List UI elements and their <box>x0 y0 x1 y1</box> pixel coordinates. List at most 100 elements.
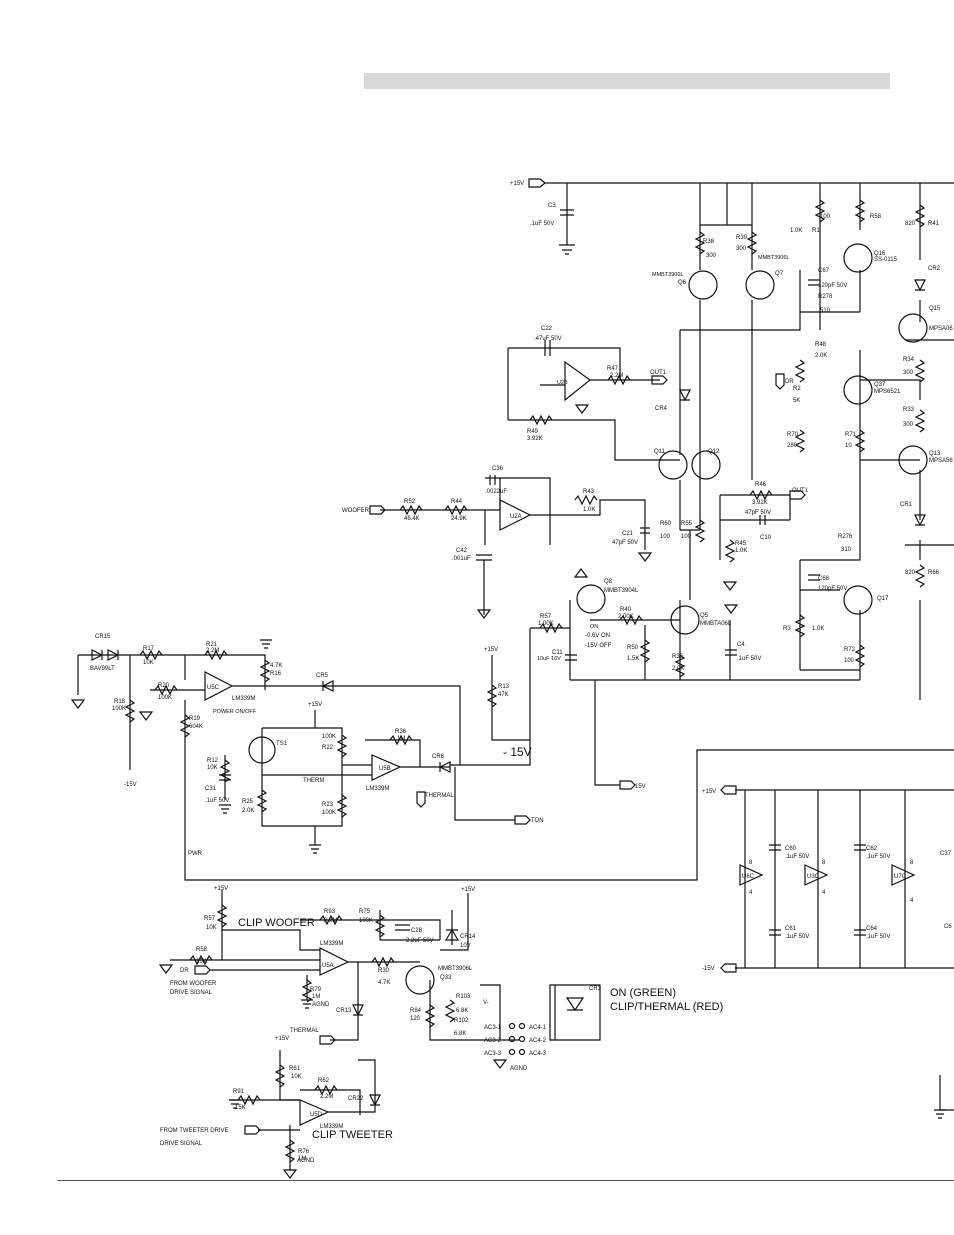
cr14-ref: CR14 <box>460 934 476 940</box>
r41-value: 820 <box>905 221 916 227</box>
transistor-q15 <box>898 313 928 343</box>
c31-ref: C31 <box>205 786 217 792</box>
r72-ref: R72 <box>844 647 856 653</box>
r36-ref: R36 <box>395 729 407 735</box>
cr3-ref: CR3 <box>589 986 602 992</box>
r55-ref: R55 <box>681 521 693 527</box>
q16-part: SS-0115 <box>874 257 898 263</box>
r58b-value: 15K <box>196 959 207 965</box>
q7-part: MMBT3906L <box>758 255 790 261</box>
c60-ref: C60 <box>785 846 797 852</box>
r50-ref: R50 <box>627 645 639 651</box>
c64-ref: C64 <box>866 926 878 932</box>
pin4c-label: 4 <box>910 898 914 904</box>
r2-ref: R2 <box>793 386 801 392</box>
u5c-ref: U5C <box>207 685 220 691</box>
c42-value: .001uF <box>452 556 471 562</box>
c61-value: .1uF 50V <box>785 934 809 940</box>
r33-value: 300 <box>903 422 914 428</box>
out1-label: OUT1 <box>650 370 667 376</box>
r2-value: 5K <box>793 398 800 404</box>
u3c-ref: U3C <box>807 874 820 880</box>
r45-ref: R45 <box>735 541 747 547</box>
r34-ref: R34 <box>903 357 915 363</box>
r18-ref: R18 <box>114 699 126 705</box>
transistor-q8 <box>576 584 606 614</box>
r46-value: 3.92K <box>752 500 768 506</box>
q33-part: MMBT3906L <box>438 966 473 972</box>
supply-labels: +15V +15V +15V +15V -15V -15V -15V +15V … <box>124 181 716 1042</box>
r21-value: 2.2M <box>206 648 219 654</box>
r44-ref: R44 <box>451 499 463 505</box>
c28-ref: C28 <box>411 928 423 934</box>
r276-ref: R276 <box>838 534 853 540</box>
c28-value: 2.2uF 50V <box>406 938 434 944</box>
r40-value: 2.00K <box>618 614 634 620</box>
r20-value: 100K <box>158 695 172 701</box>
r276-value: 310 <box>841 547 852 553</box>
c3-ref: C3 <box>548 203 556 209</box>
r18-value: 100K <box>112 706 126 712</box>
r58-value: 100 <box>820 214 831 220</box>
q5-part: MMBTA06L <box>700 621 732 627</box>
minus15-label: - 15V <box>503 745 532 759</box>
pin4b-label: 4 <box>822 890 826 896</box>
u7c-ref: U7C <box>894 874 907 880</box>
cr4-ref: CR4 <box>655 406 668 412</box>
c36-value: .0022uF <box>485 489 507 495</box>
r19-value: 604K <box>189 724 203 730</box>
r13-ref: R13 <box>498 684 510 690</box>
r34-value: 300 <box>903 370 914 376</box>
r22-value: 100K <box>322 734 336 740</box>
cr13-ref: CR13 <box>336 1008 352 1014</box>
r57b-value: 10K <box>206 925 217 931</box>
component-shapes <box>91 178 928 1163</box>
on-state-label: ON <box>590 624 598 630</box>
cr2-ref: CR2 <box>928 266 941 272</box>
r19-ref: R19 <box>189 716 201 722</box>
c21-ref: C21 <box>622 531 634 537</box>
r93-value: 2.2M <box>324 918 337 924</box>
drive-signal2-label: DRIVE SIGNAL <box>160 1141 203 1147</box>
cr6-ref: CR6 <box>432 754 445 760</box>
r35-ref: R35 <box>672 654 684 660</box>
r44-value: 24.9K <box>451 516 467 522</box>
transistor-q17 <box>843 585 873 615</box>
off-volt-label: -15V OFF <box>585 643 612 649</box>
ac4-3-label: AC4-3 <box>529 1051 547 1057</box>
q6-ref: Q6 <box>678 280 687 286</box>
r1-ref: R1 <box>812 228 820 234</box>
q12-ref: Q12 <box>708 449 720 455</box>
r49-ref: R49 <box>527 429 539 435</box>
u5a-ref: U5A <box>322 963 334 969</box>
pin4a-label: 4 <box>749 890 753 896</box>
r60-value: 100 <box>660 534 671 540</box>
q5-ref: Q5 <box>700 613 709 619</box>
r278-value: 510 <box>820 308 831 314</box>
q6-part: MMBT3906L <box>652 272 684 278</box>
q13-ref: Q13 <box>929 451 941 457</box>
supply-r13-label: +15V <box>484 647 498 653</box>
c61-ref: C61 <box>785 926 797 932</box>
lm339-1-part: LM339M <box>232 696 255 702</box>
c10-ref: C10 <box>760 535 772 541</box>
c22-ref: C22 <box>541 326 553 332</box>
r12-ref: R12 <box>207 758 219 764</box>
r58b-ref: R58 <box>196 947 208 953</box>
r79-value: 1M <box>312 994 320 1000</box>
c4-ref: C4 <box>737 642 745 648</box>
wiring <box>77 182 954 1170</box>
r21-ref: R21 <box>206 642 218 648</box>
r46-ref: R46 <box>755 482 767 488</box>
r102-value: 6.8K <box>454 1031 466 1037</box>
r71-value: 10 <box>845 443 852 449</box>
supply-left-neg-label: -15V <box>124 782 137 788</box>
c3-value: .1uF 50V <box>530 221 554 227</box>
dr-label: DR <box>180 968 189 974</box>
supply-clip-label: +15V <box>214 886 228 892</box>
ac3-2-label: AC3-2 <box>484 1038 502 1044</box>
c64-value: .1uF 50V <box>866 934 890 940</box>
from-woofer-label: FROM WOOFER <box>170 981 217 987</box>
r102-ref: R102 <box>454 1018 469 1024</box>
